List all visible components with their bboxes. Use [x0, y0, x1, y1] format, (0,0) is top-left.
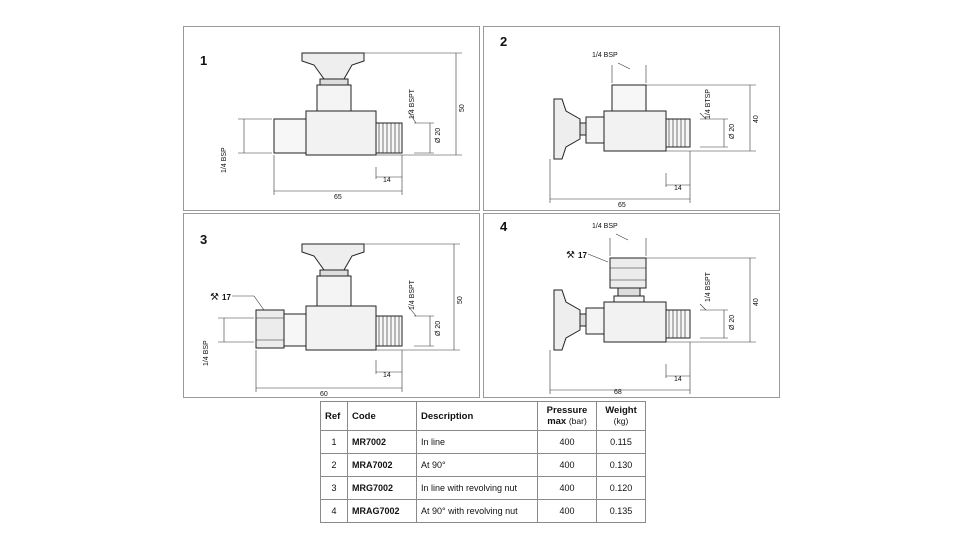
header-pressure-label: Pressure	[546, 405, 588, 416]
cell-code: MRA7002	[347, 453, 417, 477]
dim-bspt: 1/4 BSPT	[409, 88, 416, 119]
panel-ref-number: 4	[500, 219, 508, 234]
cell-description: At 90° with revolving nut	[416, 499, 538, 523]
dim-thread: 14	[383, 177, 391, 184]
cell-description: In line	[416, 430, 538, 454]
dim-bspt: 1/4 BSPT	[705, 271, 712, 302]
cell-code: MRG7002	[347, 476, 417, 500]
panel-ref-number: 2	[500, 34, 508, 49]
header-description: Description	[416, 401, 538, 431]
wrench-icon: ⚒	[210, 292, 219, 303]
cell-weight: 0.130	[596, 453, 646, 477]
dim-length: 65	[618, 202, 626, 209]
cell-weight: 0.120	[596, 476, 646, 500]
dim-length: 65	[334, 194, 342, 201]
dim-diameter: Ø 20	[435, 128, 442, 143]
dim-thread: 14	[383, 372, 391, 379]
cell-ref: 1	[320, 430, 348, 454]
dim-bsp-side: 1/4 BSP	[203, 340, 210, 366]
dim-wrench: 17	[222, 293, 231, 302]
dim-thread: 14	[674, 185, 682, 192]
cell-code: MR7002	[347, 430, 417, 454]
cell-ref: 2	[320, 453, 348, 477]
dim-bsp-side: 1/4 BSP	[221, 147, 228, 173]
valve-drawing-angle-revolving: 1/4 BSP ⚒ 17 1/4 BSPT Ø 20 40 68 14	[549, 223, 760, 396]
dim-height: 50	[457, 296, 464, 304]
dim-height: 40	[753, 298, 760, 306]
dim-wrench: 17	[578, 251, 587, 260]
valve-drawing-inline-revolving: ⚒ 17 1/4 BSP 1/4 BSPT Ø 20 50 60 14	[203, 243, 464, 397]
cell-code: MRAG7002	[347, 499, 417, 523]
dim-diameter: Ø 20	[729, 124, 736, 139]
cell-pressure: 400	[537, 453, 597, 477]
dim-bsp-top: 1/4 BSP	[592, 52, 618, 59]
dim-thread: 14	[674, 376, 682, 383]
cell-ref: 4	[320, 499, 348, 523]
valve-drawing-angle: 1/4 BSP 1/4 BTSP Ø 20 40 65 14	[549, 52, 760, 209]
drawing-panel-1: 1	[183, 26, 480, 211]
cell-ref: 3	[320, 476, 348, 500]
dim-bspt: 1/4 BTSP	[705, 89, 712, 119]
cell-pressure: 400	[537, 499, 597, 523]
cell-pressure: 400	[537, 476, 597, 500]
dim-diameter: Ø 20	[729, 315, 736, 330]
panel-ref-number: 1	[200, 53, 208, 68]
dim-bsp-top: 1/4 BSP	[592, 223, 618, 230]
header-pressure-max: max	[547, 416, 567, 427]
table-row: 3 MRG7002 In line with revolving nut 400…	[320, 476, 646, 500]
drawing-panel-4: 4	[483, 213, 780, 398]
dim-height: 50	[459, 104, 466, 112]
table-row: 4 MRAG7002 At 90° with revolving nut 400…	[320, 499, 646, 523]
table-header-row: Ref Code Description Pressure max (bar) …	[320, 401, 646, 431]
table-row: 1 MR7002 In line 400 0.115	[320, 430, 646, 454]
header-weight-unit: (kg)	[613, 416, 629, 426]
cell-description: In line with revolving nut	[416, 476, 538, 500]
cell-description: At 90°	[416, 453, 538, 477]
header-ref: Ref	[320, 401, 348, 431]
drawing-panel-2: 2	[483, 26, 780, 211]
wrench-icon: ⚒	[566, 250, 575, 261]
header-pressure: Pressure max (bar)	[537, 401, 597, 431]
table-row: 2 MRA7002 At 90° 400 0.130	[320, 453, 646, 477]
header-weight: Weight (kg)	[596, 401, 646, 431]
dim-length: 60	[320, 391, 328, 397]
header-weight-label: Weight	[605, 405, 637, 416]
panel-ref-number: 3	[200, 232, 208, 247]
drawing-panel-3: 3	[183, 213, 480, 398]
header-pressure-unit: (bar)	[568, 416, 587, 426]
valve-drawing-inline: 1/4 BSP 1/4 BSPT Ø 20 50 65 14	[221, 52, 466, 201]
cell-weight: 0.115	[596, 430, 646, 454]
dim-height: 40	[753, 115, 760, 123]
cell-pressure: 400	[537, 430, 597, 454]
specification-table: Ref Code Description Pressure max (bar) …	[320, 401, 646, 523]
dim-bspt: 1/4 BSPT	[409, 279, 416, 310]
cell-weight: 0.135	[596, 499, 646, 523]
dim-length: 68	[614, 389, 622, 396]
dim-diameter: Ø 20	[435, 321, 442, 336]
header-code: Code	[347, 401, 417, 431]
